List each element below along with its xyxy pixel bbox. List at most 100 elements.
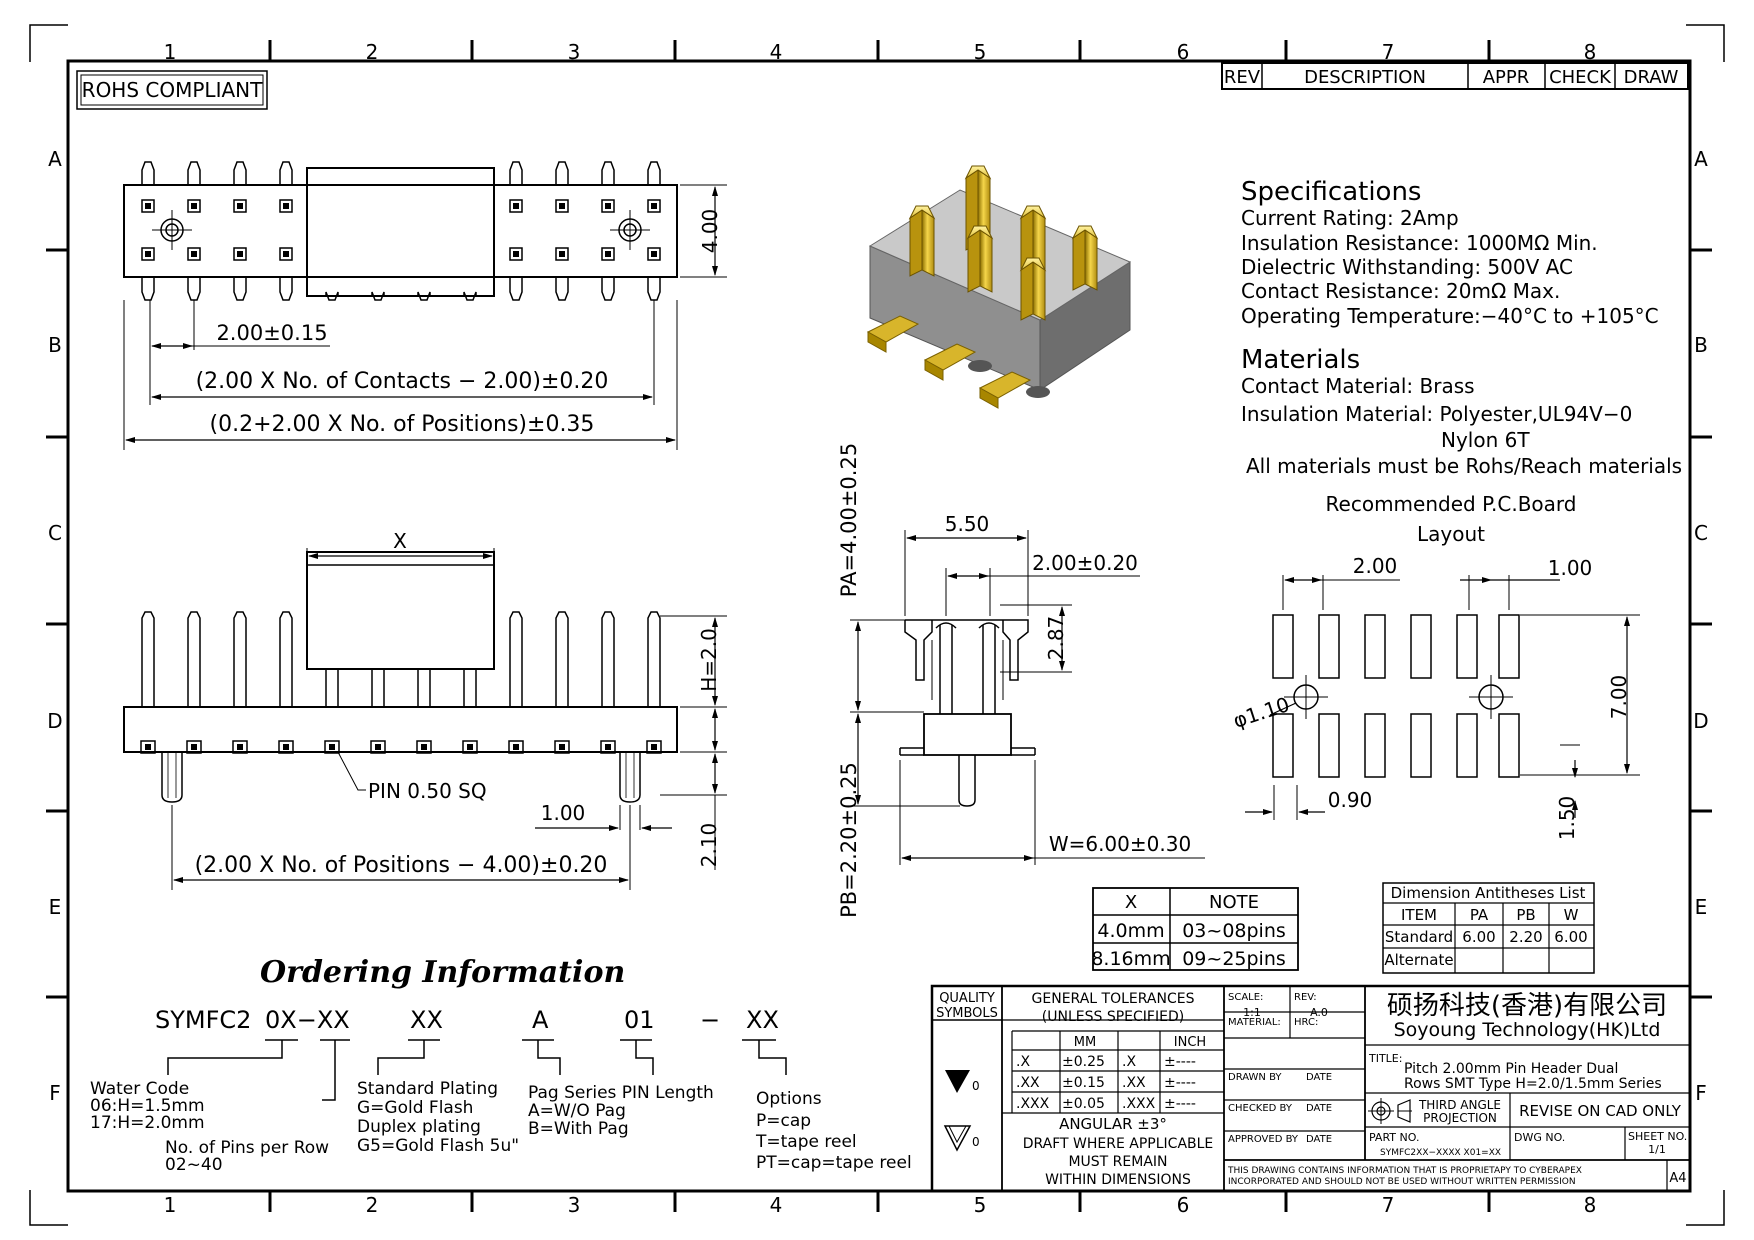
top-pin-pad [647, 199, 661, 213]
frame-col-label: 1 [164, 1193, 177, 1217]
tolerance-cell: ±0.25 [1062, 1054, 1105, 1070]
top-pin-pad-core [237, 251, 243, 257]
code-part: 0X−XX [265, 1006, 350, 1034]
frame-row-label: E [1695, 895, 1708, 919]
pcb-pad [1272, 614, 1294, 679]
side-pin-under [417, 669, 431, 707]
spec-current: Current Rating: 2Amp [1241, 206, 1459, 230]
pin-square-core [651, 744, 657, 750]
pin-square-core [145, 744, 151, 750]
material-insulation: Insulation Material: Polyester,UL94V−0 [1241, 402, 1632, 426]
pin3d-tip [966, 225, 994, 240]
pin3d-tip [908, 205, 936, 220]
options-title: Options [756, 1089, 822, 1109]
pin-square [554, 740, 570, 754]
frame-col-label: 4 [770, 40, 783, 64]
frame-col-label: 4 [770, 1193, 783, 1217]
pin-square-core [191, 744, 197, 750]
pcb-pad [1456, 713, 1478, 778]
pin-square [324, 740, 340, 754]
top-pin-lower [279, 277, 293, 301]
dim-2-00-end: 2.00±0.20 [1032, 551, 1138, 575]
dim-table-title: Dimension Antitheses List [1391, 884, 1586, 902]
pin-square-core [283, 744, 289, 750]
symbols-label: SYMBOLS [936, 1006, 998, 1021]
x-table-h-note: NOTE [1209, 892, 1259, 913]
top-pin-pad-core [513, 251, 519, 257]
tolerance-cell: .XXX [1122, 1096, 1156, 1112]
pin-square [462, 740, 478, 754]
frame-row-label: F [1695, 1081, 1707, 1105]
title-line-2: Rows SMT Type H=2.0/1.5mm Series [1404, 1076, 1662, 1092]
plating-g5: G5=Gold Flash 5u" [357, 1136, 519, 1156]
quality-symbol-filled-icon [945, 1070, 970, 1093]
pin3d-tip [1019, 205, 1047, 220]
pin-square [278, 740, 294, 754]
connector-3d-render [866, 165, 1132, 409]
pin-square [508, 740, 524, 754]
rohs-label: ROHS COMPLIANT [82, 78, 263, 102]
top-pin-lower [187, 277, 201, 301]
top-pin-pad-core [237, 203, 243, 209]
top-pin-lower [601, 277, 615, 301]
notice-line-1: THIS DRAWING CONTAINS INFORMATION THAT I… [1227, 1166, 1582, 1176]
tolerance-cell: ±---- [1164, 1054, 1196, 1070]
tolerance-cell: .X [1016, 1054, 1030, 1070]
top-pin-upper [279, 161, 293, 185]
top-pin-pad-core [283, 251, 289, 257]
side-view: X H=2.0 2.10 PIN 0.50 SQ 1.00 (2.00 X No… [123, 529, 727, 890]
dim-5-50: 5.50 [945, 512, 990, 536]
top-pin-pad [601, 199, 615, 213]
pcb-pad [1410, 713, 1432, 778]
code-part: A [532, 1006, 549, 1034]
checked-date: DATE [1306, 1103, 1332, 1114]
tolerance-cell: ±0.05 [1062, 1096, 1105, 1112]
revise-on-cad: REVISE ON CAD ONLY [1519, 1102, 1682, 1120]
pcb-pad [1498, 713, 1520, 778]
pcb-dim-7-00: 7.00 [1607, 675, 1631, 720]
frame-row-label: B [1694, 333, 1708, 357]
dim-w: W=6.00±0.30 [1049, 832, 1191, 856]
drawn-date: DATE [1306, 1072, 1332, 1083]
dimension-antitheses-table: Dimension Antitheses List ITEM PA PB W S… [1382, 882, 1595, 974]
x-table-cell: 09~25pins [1182, 948, 1286, 970]
spec-dielectric: Dielectric Withstanding: 500V AC [1241, 255, 1573, 279]
within-dimensions: WITHIN DIMENSIONS [1045, 1172, 1191, 1188]
pin-square [600, 740, 616, 754]
dim-height-4: 4.00 [698, 209, 722, 254]
top-pin-pad [647, 247, 661, 261]
x-table-h-x: X [1125, 892, 1137, 913]
pin-square [140, 740, 156, 754]
pins-per-row-title: No. of Pins per Row [165, 1138, 329, 1158]
frame-col-label: 6 [1177, 1193, 1190, 1217]
plating-duplex: Duplex plating [357, 1117, 481, 1137]
top-pin-lower [555, 277, 569, 301]
title-block: GENERAL TOLERANCES (UNLESS SPECIFIED) MM… [930, 984, 1692, 1193]
option-pt: PT=cap=tape reel [756, 1153, 912, 1173]
top-pin-pad [509, 247, 523, 261]
dim-positions: (0.2+2.00 X No. of Positions)±0.35 [210, 412, 595, 437]
frame-col-label: 2 [366, 40, 379, 64]
tolerance-cell: .XXX [1016, 1096, 1050, 1112]
mount-hole-left [152, 210, 192, 250]
top-pin-pad-core [283, 203, 289, 209]
pin-square [186, 740, 202, 754]
title-label: TITLE: [1368, 1052, 1402, 1065]
pin-square-core [329, 744, 335, 750]
materials-title: Materials [1241, 345, 1360, 375]
description-col: DESCRIPTION [1304, 67, 1426, 88]
pin3d-left [909, 209, 923, 277]
gen-tol: GENERAL TOLERANCES [1032, 991, 1195, 1007]
dim-positions-side: (2.00 X No. of Positions − 4.00)±0.20 [195, 853, 608, 878]
pin3d-left [1072, 229, 1086, 291]
notice-line-2: INCORPORATED AND SHOULD NOT BE USED WITH… [1228, 1177, 1576, 1187]
drawing-frame [29, 24, 1725, 1226]
third-angle-2: PROJECTION [1423, 1111, 1497, 1125]
side-pin [509, 611, 523, 707]
pin3d-tip [1019, 257, 1047, 272]
top-view: 4.00 2.00±0.15 (2.00 X No. of Contacts −… [123, 161, 727, 450]
dim-table-cell: 2.20 [1509, 928, 1542, 946]
rev-label: REV: [1294, 992, 1317, 1003]
checked-by: CHECKED BY [1228, 1103, 1293, 1114]
pin3d-right [979, 229, 993, 293]
